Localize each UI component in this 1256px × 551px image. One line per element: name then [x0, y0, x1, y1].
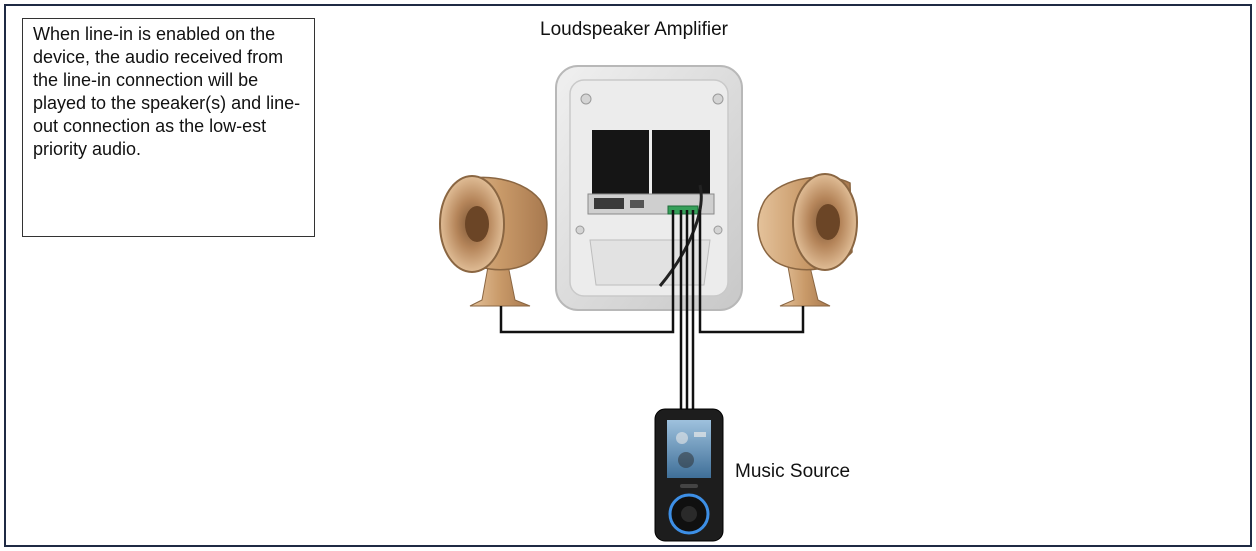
music-player: [654, 408, 724, 542]
amplifier-label: Loudspeaker Amplifier: [540, 19, 728, 40]
music-source-label: Music Source: [735, 461, 851, 482]
line-in-note: When line-in is enabled on the device, t…: [22, 18, 315, 237]
right-speaker: [757, 173, 858, 307]
line-in-wires: [679, 210, 695, 412]
left-speaker: [439, 175, 548, 307]
amplifier-enclosure: [555, 65, 743, 311]
speaker-wires: [499, 210, 805, 334]
